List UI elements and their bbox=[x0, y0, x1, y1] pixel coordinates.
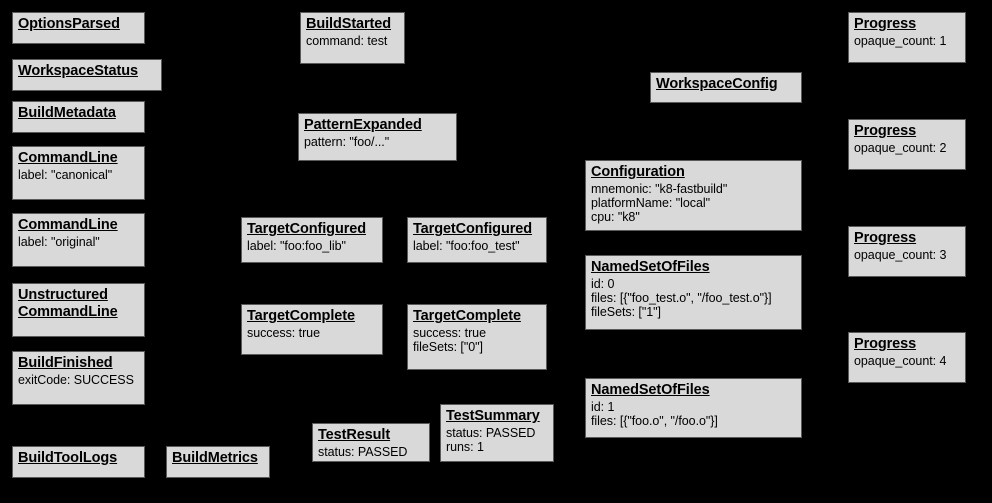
node-fields: command: test bbox=[306, 33, 388, 48]
node-title: TargetComplete bbox=[247, 308, 355, 324]
node-options-parsed[interactable]: OptionsParsed bbox=[12, 12, 145, 44]
node-title: Progress bbox=[854, 336, 917, 352]
node-title: TargetConfigured bbox=[413, 221, 532, 237]
node-title: BuildFinished bbox=[18, 355, 113, 371]
node-title: WorkspaceConfig bbox=[656, 76, 778, 92]
node-title: CommandLine bbox=[18, 217, 118, 233]
node-title: TestResult bbox=[318, 427, 391, 443]
node-title: WorkspaceStatus bbox=[18, 63, 138, 79]
node-fields: opaque_count: 1 bbox=[854, 33, 947, 48]
node-fields: opaque_count: 3 bbox=[854, 247, 947, 262]
node-title: Progress bbox=[854, 123, 917, 139]
node-title: BuildStarted bbox=[306, 16, 392, 32]
node-title: PatternExpanded bbox=[304, 117, 422, 133]
node-workspace-status[interactable]: WorkspaceStatus bbox=[12, 59, 162, 91]
node-fields: id: 0 files: [{"foo_test.o", "/foo_test.… bbox=[591, 276, 772, 320]
node-title: TargetConfigured bbox=[247, 221, 366, 237]
node-fields: success: true fileSets: ["0"] bbox=[413, 325, 486, 354]
node-fields: mnemonic: "k8-fastbuild" platformName: "… bbox=[591, 181, 728, 225]
node-title: Progress bbox=[854, 230, 917, 246]
node-title: CommandLine bbox=[18, 150, 118, 166]
node-title: Unstructured CommandLine bbox=[18, 287, 118, 320]
node-fields: id: 1 files: [{"foo.o", "/foo.o"}] bbox=[591, 399, 718, 428]
node-fields: exitCode: SUCCESS bbox=[18, 372, 134, 387]
node-fields: label: "foo:foo_test" bbox=[413, 238, 520, 253]
node-fields: status: PASSED runs: 1 bbox=[446, 425, 536, 454]
node-fields: label: "original" bbox=[18, 234, 100, 249]
node-fields: label: "canonical" bbox=[18, 167, 113, 182]
node-fields: pattern: "foo/..." bbox=[304, 134, 390, 149]
node-fields: status: PASSED bbox=[318, 444, 408, 459]
node-unstructured-command-line[interactable]: Unstructured CommandLine bbox=[12, 283, 145, 337]
node-title: OptionsParsed bbox=[18, 16, 120, 32]
node-fields: opaque_count: 4 bbox=[854, 353, 947, 368]
node-workspace-config[interactable]: WorkspaceConfig bbox=[650, 72, 802, 103]
node-title: BuildToolLogs bbox=[18, 450, 118, 466]
node-fields: success: true bbox=[247, 325, 320, 340]
node-title: Configuration bbox=[591, 164, 685, 180]
node-build-metadata[interactable]: BuildMetadata bbox=[12, 101, 145, 133]
node-fields: opaque_count: 2 bbox=[854, 140, 947, 155]
node-build-metrics[interactable]: BuildMetrics bbox=[166, 446, 270, 478]
node-title: NamedSetOfFiles bbox=[591, 382, 710, 398]
node-fields: label: "foo:foo_lib" bbox=[247, 238, 346, 253]
node-title: TargetComplete bbox=[413, 308, 521, 324]
node-title: BuildMetrics bbox=[172, 450, 258, 466]
node-title: Progress bbox=[854, 16, 917, 32]
node-title: NamedSetOfFiles bbox=[591, 259, 710, 275]
node-build-tool-logs[interactable]: BuildToolLogs bbox=[12, 446, 145, 478]
node-title: BuildMetadata bbox=[18, 105, 116, 121]
node-title: TestSummary bbox=[446, 408, 540, 424]
